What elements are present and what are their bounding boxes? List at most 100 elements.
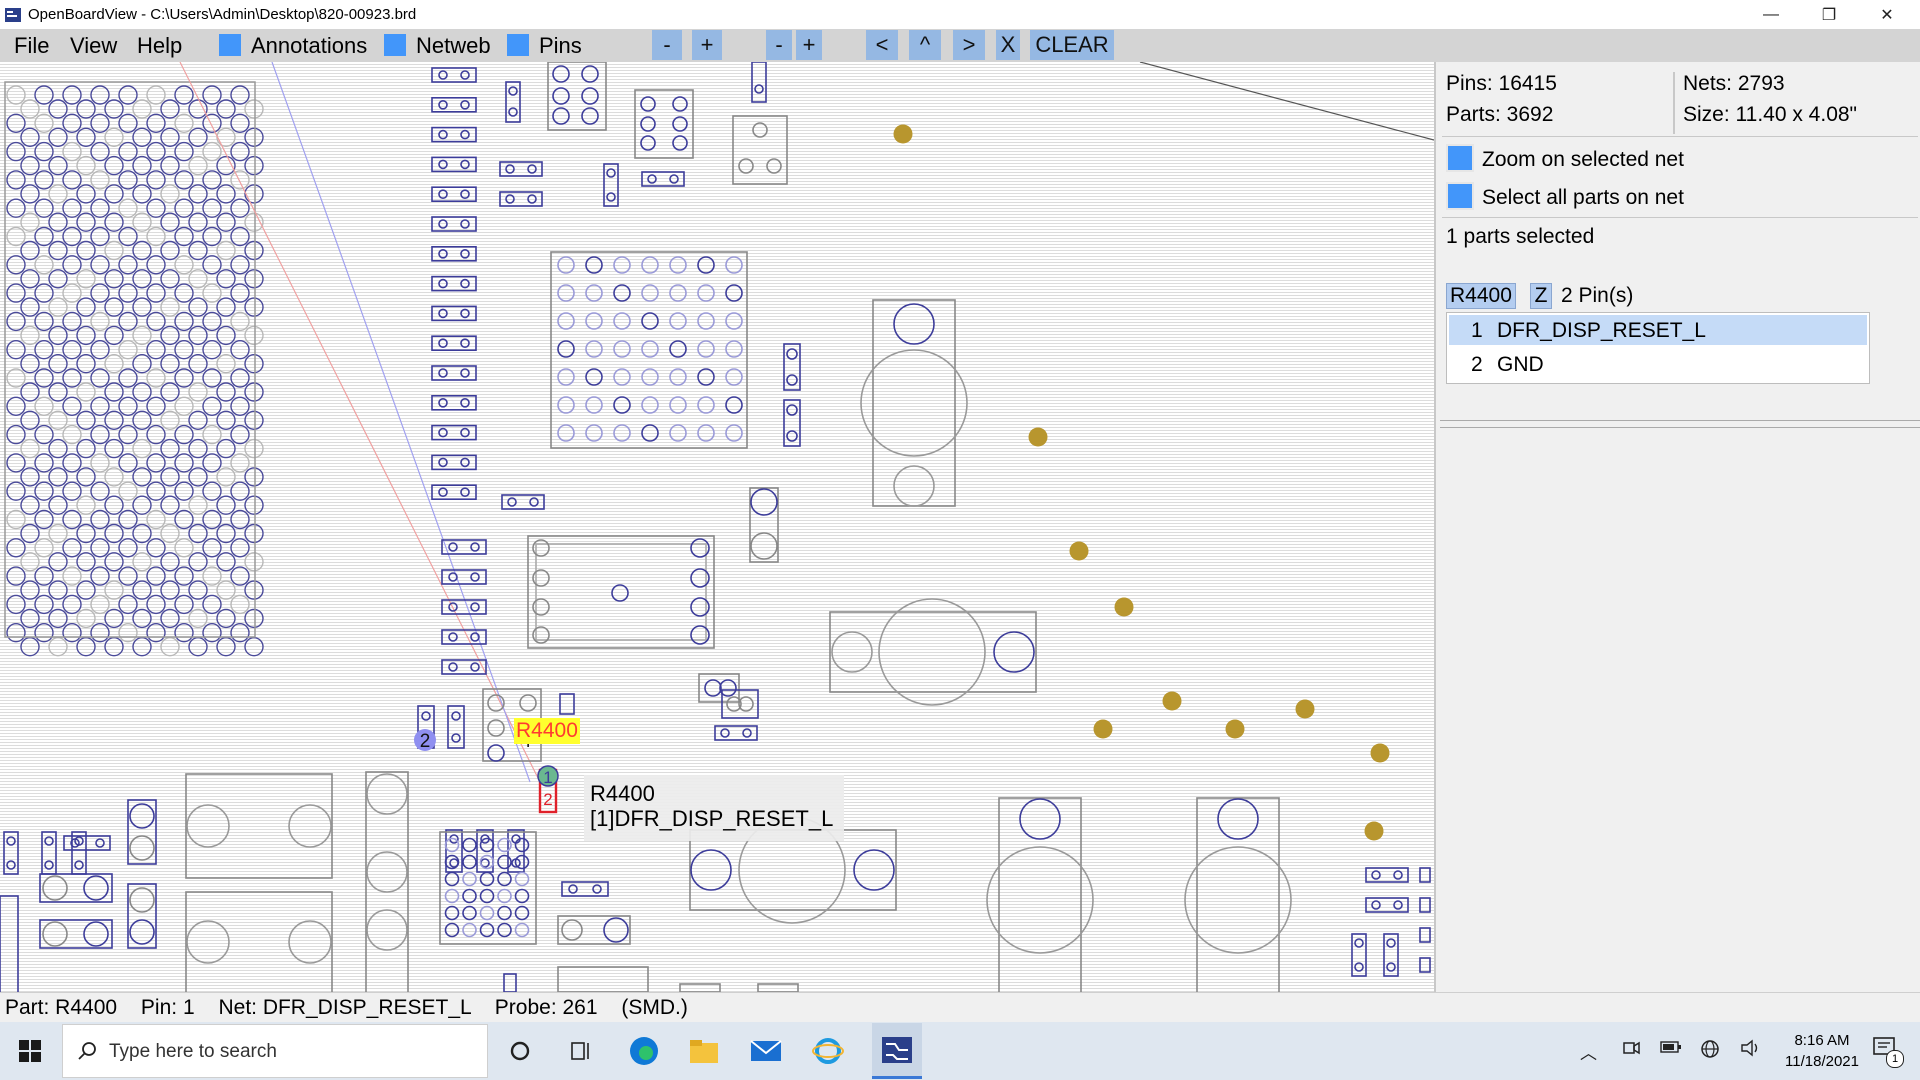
resistor-pad — [438, 219, 448, 229]
testpoint[interactable] — [1093, 719, 1113, 739]
battery-icon[interactable] — [1660, 1039, 1682, 1059]
rotate-plus-button[interactable]: + — [796, 30, 822, 60]
bga-pad — [160, 608, 180, 629]
resistor — [431, 67, 477, 83]
task-view-icon[interactable] — [560, 1031, 600, 1071]
network-globe-icon[interactable] — [1700, 1039, 1720, 1064]
bga-pad — [216, 212, 236, 232]
bga-pad — [188, 184, 208, 204]
start-button[interactable] — [10, 1031, 50, 1071]
bga-pad — [697, 396, 715, 414]
resistor-pad — [470, 632, 480, 642]
pin-badge-2[interactable] — [414, 729, 436, 751]
part-name-button[interactable]: R4400 — [1446, 283, 1516, 309]
openboardview-taskbar-icon[interactable] — [872, 1023, 922, 1079]
testpoint[interactable] — [1114, 597, 1134, 617]
pins-label[interactable]: Pins — [539, 33, 582, 58]
bga-pad — [585, 256, 603, 274]
edge-icon[interactable] — [624, 1031, 664, 1071]
x-button[interactable]: X — [996, 30, 1020, 60]
clock[interactable]: 8:16 AM 11/18/2021 — [1774, 1030, 1870, 1072]
testpoint[interactable] — [1370, 743, 1390, 763]
menu-help[interactable]: Help — [137, 33, 183, 58]
select-all-parts-label[interactable]: Select all parts on net — [1482, 186, 1684, 209]
restore-button[interactable]: ❐ — [1821, 6, 1837, 24]
bga-pad — [146, 509, 166, 530]
testpoint[interactable] — [1364, 821, 1384, 841]
capacitor — [3, 831, 19, 875]
bga-pad — [20, 240, 40, 261]
bga-pad — [62, 481, 82, 501]
ie-icon[interactable] — [808, 1031, 848, 1071]
bga-pad — [216, 269, 236, 289]
testpoint[interactable] — [1028, 427, 1048, 447]
notification-center[interactable]: 1 — [1872, 1036, 1906, 1068]
zoom-on-net-label[interactable]: Zoom on selected net — [1482, 148, 1684, 171]
taskbar-search[interactable]: Type here to search — [62, 1024, 488, 1078]
bga-pad — [216, 354, 236, 374]
bga-pad — [76, 467, 96, 487]
select-all-parts-checkbox[interactable] — [1446, 182, 1474, 210]
rotate-minus-button[interactable]: - — [766, 30, 792, 60]
menu-file[interactable]: File — [14, 33, 50, 58]
testpoint[interactable] — [1162, 691, 1182, 711]
resistor — [431, 424, 477, 441]
tray-chevron-icon[interactable]: ︿ — [1580, 1044, 1597, 1063]
bga-pad — [118, 566, 138, 586]
bga-pad — [34, 481, 54, 501]
bga-pad — [216, 382, 236, 402]
annotations-checkbox[interactable] — [219, 34, 241, 56]
bga-pad — [104, 99, 124, 119]
bga-pad — [641, 368, 659, 386]
bga-pad — [160, 354, 180, 374]
parts-count: Parts: 3692 — [1446, 103, 1554, 126]
next-button[interactable]: > — [953, 30, 985, 60]
testpoint[interactable] — [893, 124, 913, 144]
cortana-icon[interactable] — [500, 1031, 540, 1071]
netweb-checkbox[interactable] — [384, 34, 406, 56]
bga-pad — [20, 127, 40, 148]
bga-pad — [230, 594, 250, 615]
selected-pin-1[interactable] — [537, 765, 559, 787]
pins-checkbox[interactable] — [507, 34, 529, 56]
clear-button[interactable]: CLEAR — [1030, 30, 1114, 60]
bga-pad — [641, 284, 659, 302]
board-canvas[interactable]: 2 4 1 2 R4400 R4400 [1]DFR_DISP_RESET_L — [0, 62, 1434, 992]
bga-pad — [444, 888, 460, 904]
bga-pad — [76, 297, 96, 317]
minimize-button[interactable]: — — [1763, 5, 1779, 23]
volume-icon[interactable] — [1740, 1039, 1762, 1062]
netweb-label[interactable]: Netweb — [416, 33, 491, 58]
prev-button[interactable]: < — [866, 30, 898, 60]
up-button[interactable]: ^ — [909, 30, 941, 60]
bga-pad — [725, 396, 743, 414]
zoom-out-button[interactable]: - — [652, 30, 682, 60]
panel-splitter[interactable] — [1440, 420, 1920, 428]
pin-row[interactable]: 2 GND — [1449, 349, 1867, 379]
file-explorer-icon[interactable] — [684, 1031, 724, 1071]
bga-pad — [20, 438, 40, 459]
mail-icon[interactable] — [746, 1031, 786, 1071]
bga-pad — [725, 284, 743, 302]
zoom-on-net-checkbox[interactable] — [1446, 144, 1474, 172]
close-button[interactable]: ✕ — [1880, 6, 1894, 24]
annotations-label[interactable]: Annotations — [251, 33, 368, 58]
bga-pad — [90, 424, 110, 445]
zoom-part-button[interactable]: Z — [1530, 283, 1552, 309]
resistor-pad — [460, 129, 470, 140]
bga-pad — [725, 256, 743, 274]
pin-row[interactable]: 1 DFR_DISP_RESET_L — [1449, 315, 1867, 345]
resistor-pad — [448, 572, 458, 582]
zoom-in-button[interactable]: + — [692, 30, 722, 60]
menu-view[interactable]: View — [70, 33, 118, 58]
selected-part-label[interactable]: R4400 — [514, 718, 580, 744]
bga-pad — [230, 368, 250, 388]
bga-pad — [62, 198, 82, 218]
bga-pad — [244, 155, 264, 176]
bga-pad — [6, 283, 26, 303]
testpoint[interactable] — [1069, 541, 1089, 561]
tray-meet-icon[interactable] — [1622, 1039, 1640, 1062]
bga-pad — [725, 424, 743, 442]
testpoint[interactable] — [1225, 719, 1245, 739]
testpoint[interactable] — [1295, 699, 1315, 719]
